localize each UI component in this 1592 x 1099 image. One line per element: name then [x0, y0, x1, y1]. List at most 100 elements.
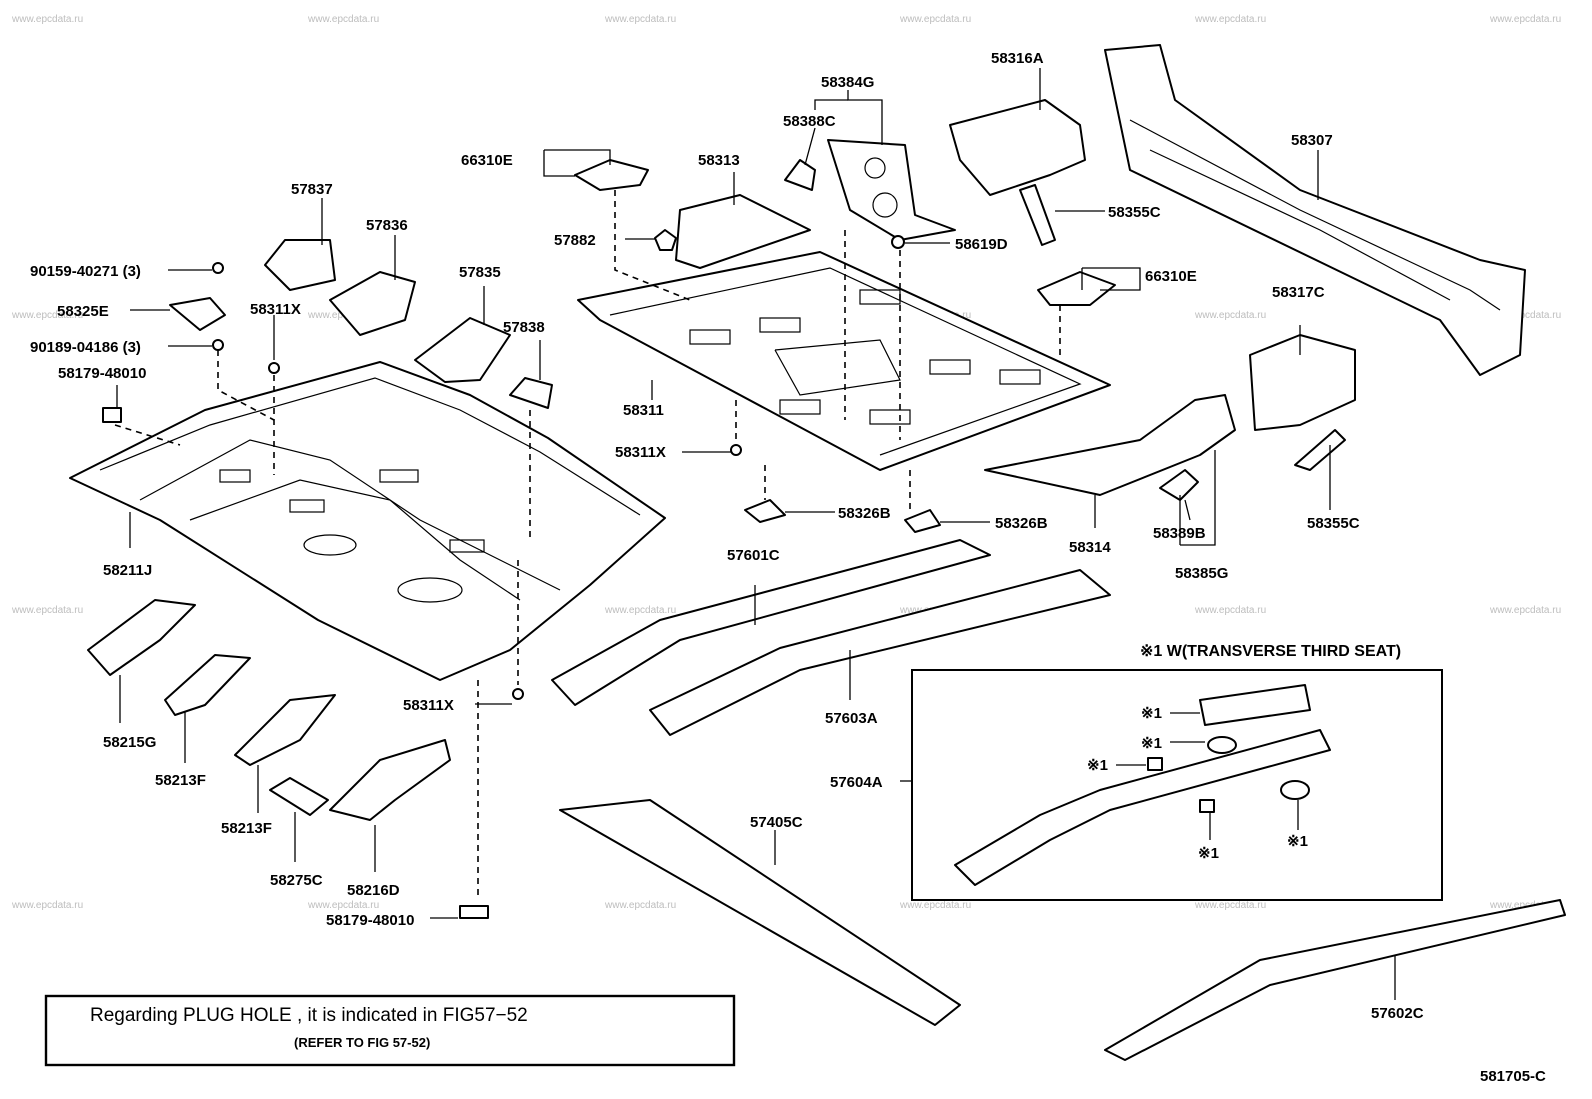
label-66310E-lower: 66310E: [1145, 268, 1197, 285]
label-57405C: 57405C: [750, 814, 803, 831]
watermark: www.epcdata.ru: [604, 605, 676, 616]
nut-90189-shape: [212, 339, 224, 351]
watermark: www.epcdata.ru: [1194, 605, 1266, 616]
label-58216D: 58216D: [347, 882, 400, 899]
part-58384G-shape: [827, 139, 956, 241]
watermark: www.epcdata.ru: [899, 900, 971, 911]
inset-marker: ※1: [1087, 757, 1108, 774]
note-box: [44, 994, 736, 1067]
part-58313-shape: [675, 194, 811, 269]
inset-marker: ※1: [1141, 735, 1162, 752]
inset-crossmember-shape: [954, 729, 1331, 886]
label-58355C-lower: 58355C: [1307, 515, 1360, 532]
label-58313: 58313: [698, 152, 740, 169]
inset-clip-b-shape: [1147, 757, 1163, 771]
label-57602C: 57602C: [1371, 1005, 1424, 1022]
label-58311X-lower: 58311X: [403, 697, 454, 714]
watermark: www.epcdata.ru: [11, 900, 83, 911]
rear-floor-pan-shape: [577, 251, 1111, 471]
part-57601C-shape: [551, 539, 991, 706]
label-66310E-upper: 66310E: [461, 152, 513, 169]
label-58326B-left: 58326B: [838, 505, 891, 522]
part-58314-shape: [984, 394, 1236, 496]
watermark: www.epcdata.ru: [604, 900, 676, 911]
front-floor-pan-shape: [69, 361, 666, 681]
part-57603A-shape: [649, 569, 1111, 736]
label-58325E: 58325E: [57, 303, 109, 320]
assembly-lines: [114, 190, 1061, 900]
figure-number: 581705-C: [1480, 1068, 1546, 1085]
label-57604A: 57604A: [830, 774, 883, 791]
note-line-1: Regarding PLUG HOLE , it is indicated in…: [90, 1005, 528, 1026]
note-line-2: (REFER TO FIG 57-52): [294, 1035, 430, 1050]
bolt-58311X-c-shape: [512, 688, 524, 700]
part-58326B-a-shape: [744, 499, 786, 523]
inset-mount-c-shape: [1280, 780, 1310, 800]
inset-mount-a-shape: [1207, 736, 1237, 754]
bolt-90159-shape: [212, 262, 224, 274]
label-58389B: 58389B: [1153, 525, 1206, 542]
watermark: www.epcdata.ru: [307, 14, 379, 25]
inset-clip-d-shape: [1199, 799, 1215, 813]
inset-title: ※1 W(TRANSVERSE THIRD SEAT): [1140, 643, 1401, 660]
label-58317C: 58317C: [1272, 284, 1325, 301]
watermark: www.epcdata.ru: [1489, 14, 1561, 25]
label-58211J: 58211J: [103, 562, 152, 579]
label-58311X-middle: 58311X: [615, 444, 666, 461]
watermark: www.epcdata.ru: [11, 310, 83, 321]
watermark: www.epcdata.ru: [1489, 900, 1561, 911]
inset-marker: ※1: [1141, 705, 1162, 722]
part-58275C-shape: [269, 777, 329, 816]
label-58619D: 58619D: [955, 236, 1008, 253]
part-58179-upper-shape: [102, 407, 122, 423]
part-58215G-shape: [87, 599, 196, 676]
bolt-58311X-b-shape: [730, 444, 742, 456]
part-57602C-shape: [1104, 899, 1566, 1061]
label-57835: 57835: [459, 264, 501, 281]
watermark: www.epcdata.ru: [11, 605, 83, 616]
watermark: www.epcdata.ru: [1489, 605, 1561, 616]
part-66310E-upper-shape: [574, 159, 649, 191]
label-58385G: 58385G: [1175, 565, 1228, 582]
watermark: www.epcdata.ru: [1194, 310, 1266, 321]
watermark: www.epcdata.ru: [1194, 900, 1266, 911]
label-58311X-upper: 58311X: [250, 301, 301, 318]
rocker-panel-shape: [1104, 44, 1526, 376]
bolt-58311X-a-shape: [268, 362, 280, 374]
label-58215G: 58215G: [103, 734, 156, 751]
label-58275C: 58275C: [270, 872, 323, 889]
label-58179-48010-lower: 58179-48010: [326, 912, 414, 929]
label-58179-48010-upper: 58179-48010: [58, 365, 146, 382]
part-58325E-shape: [169, 297, 226, 331]
label-58213F-right: 58213F: [221, 820, 272, 837]
part-58355C-lower-shape: [1294, 429, 1346, 471]
part-labels: 58384G 58316A 58388C 58307 66310E 58313 …: [30, 50, 1424, 1022]
label-58388C: 58388C: [783, 113, 836, 130]
part-58317C-shape: [1249, 334, 1356, 431]
part-58213F-b-shape: [234, 694, 336, 766]
label-58213F-left: 58213F: [155, 772, 206, 789]
watermark: www.epcdata.ru: [899, 14, 971, 25]
part-58355C-upper-shape: [1019, 184, 1056, 246]
inset-marker: ※1: [1287, 833, 1308, 850]
watermark: www.epcdata.ru: [1489, 310, 1561, 321]
part-57836-shape: [329, 271, 416, 336]
part-57837-shape: [264, 239, 336, 291]
watermark: www.epcdata.ru: [604, 14, 676, 25]
label-57838: 57838: [503, 319, 545, 336]
label-58307: 58307: [1291, 132, 1333, 149]
part-58619D-shape: [891, 235, 905, 249]
inset-marker: ※1: [1198, 845, 1219, 862]
part-57838-shape: [509, 377, 553, 409]
part-57405C-shape: [559, 799, 961, 1026]
part-57835-shape: [414, 317, 511, 383]
label-57882: 57882: [554, 232, 596, 249]
label-57603A: 57603A: [825, 710, 878, 727]
label-58384G: 58384G: [821, 74, 874, 91]
watermark: www.epcdata.ru: [307, 900, 379, 911]
part-58213F-a-shape: [164, 654, 251, 716]
part-58316A-shape: [949, 99, 1086, 196]
watermark: www.epcdata.ru: [11, 14, 83, 25]
part-58326B-b-shape: [904, 509, 941, 533]
